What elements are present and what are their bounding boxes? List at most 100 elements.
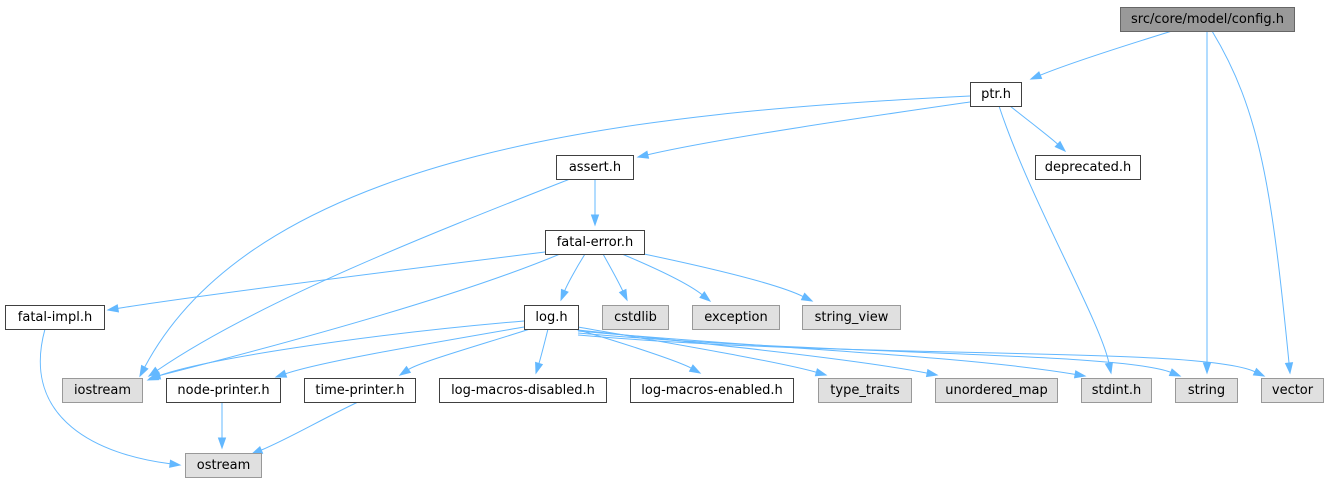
node-cstdlib: cstdlib: [602, 305, 669, 330]
edge-ptr-h-to-assert-h: [636, 101, 971, 159]
node-ostream: ostream: [185, 453, 262, 478]
node-box: [1035, 155, 1141, 180]
edge-line: [39, 328, 171, 465]
edge-arrowhead: [1054, 140, 1067, 153]
edge-arrowhead: [1252, 367, 1266, 377]
node-label: log.h: [535, 310, 567, 325]
node-src-core-model-config-h: src/core/model/config.h: [1120, 7, 1295, 32]
edge-arrowhead: [398, 365, 412, 376]
node-label: cstdlib: [614, 310, 657, 325]
node-label: fatal-impl.h: [18, 310, 92, 325]
node-fatal-impl-h[interactable]: fatal-impl.h: [5, 305, 105, 330]
edge-arrowhead: [560, 288, 569, 302]
node-time-printer-h[interactable]: time-printer.h: [304, 378, 416, 403]
edge-log-h-to-log-macros-enabled-h: [574, 328, 702, 374]
node-box: [1081, 378, 1152, 403]
edge-assert-h-to-fatal-error-h: [590, 179, 600, 227]
node-box: [818, 378, 912, 403]
edge-arrowhead: [1029, 71, 1043, 80]
node-box: [439, 378, 607, 403]
edge-arrowhead: [699, 291, 712, 302]
edge-line: [156, 178, 571, 371]
edge-src-core-model-config-h-to-ptr-h: [1029, 30, 1173, 80]
edge-line: [159, 253, 561, 377]
node-assert-h[interactable]: assert.h: [556, 155, 634, 180]
node-node-printer-h[interactable]: node-printer.h: [166, 378, 281, 403]
edge-arrowhead: [169, 459, 182, 468]
edge-fatal-error-h-to-iostream: [148, 253, 561, 380]
edge-line: [285, 326, 525, 375]
node-stdint-h: stdint.h: [1081, 378, 1152, 403]
edge-fatal-impl-h-to-ostream: [39, 328, 182, 468]
node-ptr-h[interactable]: ptr.h: [970, 82, 1022, 107]
edge-fatal-error-h-to-string-view: [643, 253, 814, 302]
node-label: type_traits: [830, 383, 900, 398]
edge-line: [643, 253, 804, 297]
node-label: stdint.h: [1092, 383, 1141, 398]
node-box: [1120, 7, 1295, 32]
edge-line: [408, 328, 531, 370]
edge-line: [574, 328, 692, 369]
edge-line: [602, 253, 624, 292]
node-label: fatal-error.h: [557, 235, 634, 250]
node-box: [62, 378, 143, 403]
edge-src-core-model-config-h-to-string: [1202, 31, 1212, 375]
edge-time-printer-h-to-ostream: [250, 401, 359, 455]
node-iostream: iostream: [62, 378, 143, 403]
edge-arrowhead: [636, 150, 650, 159]
edge-arrowhead: [688, 364, 702, 374]
edge-arrowhead: [106, 304, 120, 313]
edge-ptr-h-to-iostream: [139, 95, 971, 378]
edge-line: [157, 320, 525, 377]
node-label: time-printer.h: [315, 383, 404, 398]
edge-log-h-to-log-macros-disabled-h: [535, 328, 549, 375]
node-string-view: string_view: [802, 305, 901, 330]
node-box: [970, 82, 1022, 107]
edge-line: [998, 105, 1110, 364]
node-label: string: [1188, 383, 1225, 398]
edge-arrowhead: [814, 368, 828, 377]
node-box: [5, 305, 105, 330]
node-label: node-printer.h: [177, 383, 269, 398]
edge-line: [1211, 30, 1290, 364]
edge-arrowhead: [925, 368, 939, 378]
node-fatal-error-h[interactable]: fatal-error.h: [545, 230, 645, 255]
edge-line: [647, 101, 971, 156]
node-type-traits: type_traits: [818, 378, 912, 403]
node-unordered-map: unordered_map: [935, 378, 1058, 403]
edge-arrowhead: [139, 364, 149, 378]
edge-line: [117, 251, 546, 309]
node-box: [935, 378, 1058, 403]
node-box: [545, 230, 645, 255]
edge-log-h-to-stdint-h: [577, 330, 1087, 379]
node-deprecated-h[interactable]: deprecated.h: [1035, 155, 1141, 180]
node-label: vector: [1272, 383, 1314, 398]
edge-log-h-to-vector: [577, 334, 1266, 377]
node-box: [692, 305, 780, 330]
edge-arrowhead: [618, 288, 628, 302]
edge-fatal-error-h-to-cstdlib: [602, 253, 628, 302]
node-box: [602, 305, 669, 330]
node-label: log-macros-disabled.h: [451, 383, 595, 398]
node-vector: vector: [1261, 378, 1324, 403]
edge-line: [577, 334, 1256, 373]
node-label: iostream: [74, 383, 131, 398]
edge-fatal-error-h-to-exception: [621, 253, 712, 302]
node-label: assert.h: [569, 160, 621, 175]
node-log-macros-enabled-h[interactable]: log-macros-enabled.h: [630, 378, 794, 403]
edge-arrowhead: [590, 214, 600, 227]
node-label: ostream: [197, 458, 251, 473]
node-box: [1175, 378, 1238, 403]
node-log-h[interactable]: log.h: [524, 305, 579, 330]
edge-arrowhead: [535, 361, 544, 375]
edge-line: [577, 332, 1171, 373]
edges-layer: [39, 30, 1294, 468]
node-box: [524, 305, 579, 330]
edge-line: [144, 95, 971, 368]
node-label: unordered_map: [945, 383, 1048, 398]
edge-line: [261, 401, 359, 451]
edge-log-h-to-iostream: [146, 320, 525, 381]
node-label: ptr.h: [981, 87, 1011, 102]
node-log-macros-disabled-h[interactable]: log-macros-disabled.h: [439, 378, 607, 403]
edge-arrowhead: [1284, 362, 1294, 375]
